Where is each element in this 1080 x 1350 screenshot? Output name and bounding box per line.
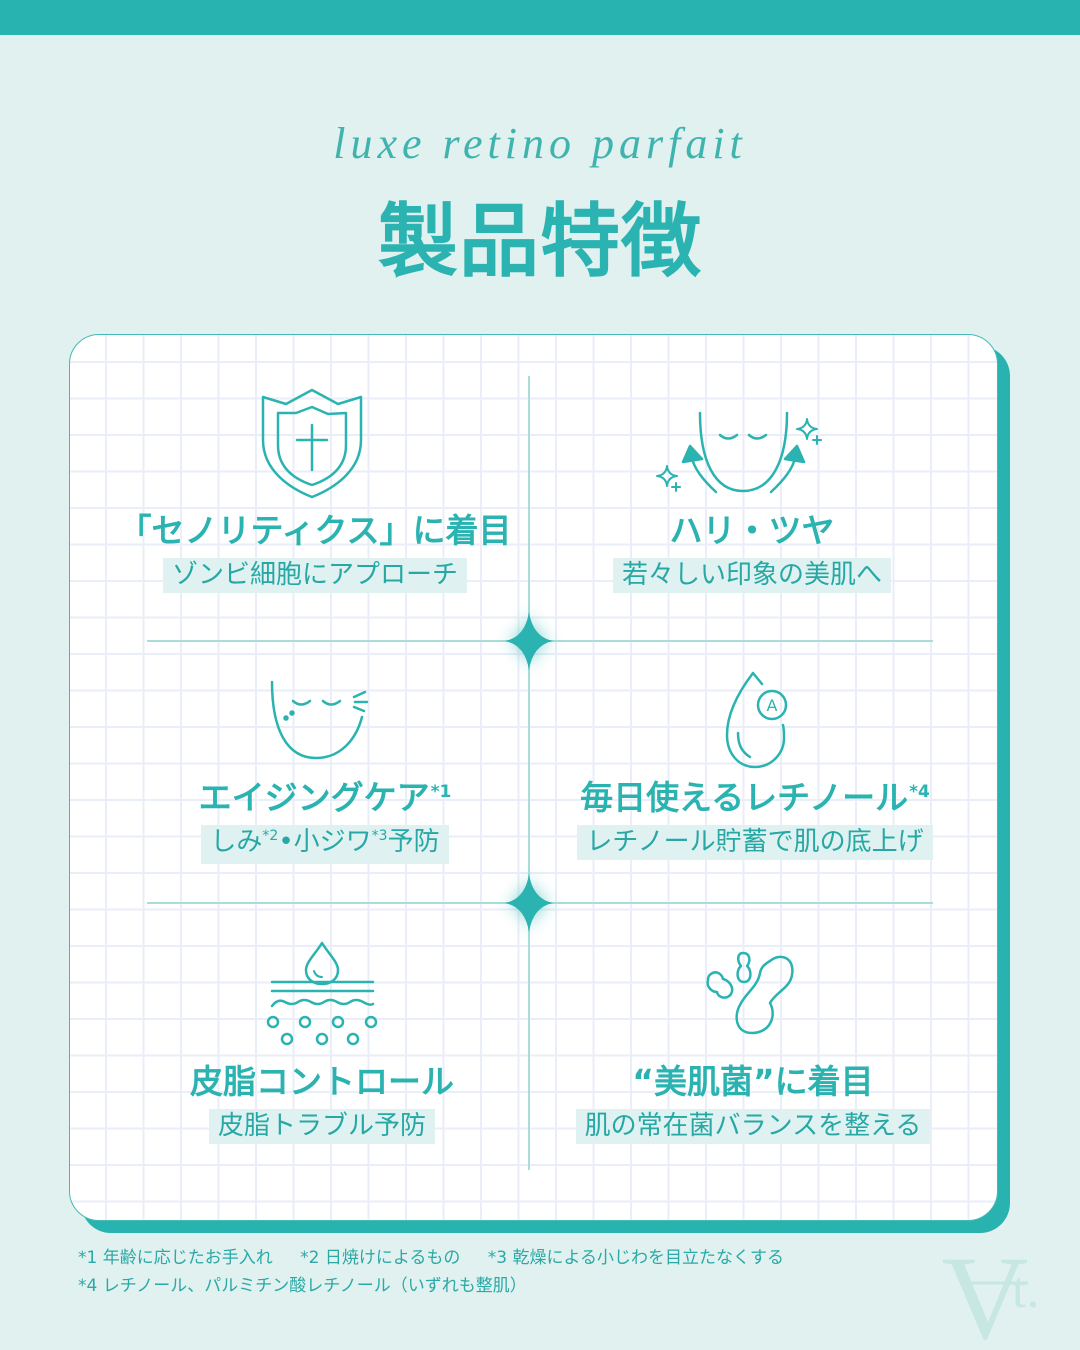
feature-aging-care: エイジングケア*1 しみ*2•小ジワ*3予防 [85,778,565,864]
feature-title: 毎日使えるレチノール*4 [580,778,930,817]
feature-title: 「セノリティクス」に着目 [118,511,512,550]
feature-subtitle-chip: 皮脂トラブル予防 [208,1109,435,1144]
footnotes: *1 年齢に応じたお手入れ *2 日焼けによるもの *3 乾燥による小じわを目立… [78,1244,806,1300]
brand-watermark-logo: V t. [942,1231,1040,1350]
feature-title: エイジングケア*1 [198,778,452,817]
footnote-ref: *2 [262,828,279,844]
feature-subtitle-chip: ゾンビ細胞にアプローチ [162,558,467,593]
svg-text:V: V [942,1231,1029,1350]
feature-subtitle-chip: 若々しい印象の美肌へ [612,558,891,593]
feature-firmness-glow: ハリ・ツヤ 若々しい印象の美肌へ [512,511,992,593]
footnote-3: *3 乾燥による小じわを目立たなくする [487,1248,784,1268]
feature-skin-flora: “美肌菌”に着目 肌の常在菌バランスを整える [513,1062,993,1144]
feature-title: “美肌菌”に着目 [632,1062,874,1101]
feature-subtitle-chip: 肌の常在菌バランスを整える [575,1109,931,1144]
feature-title: ハリ・ツヤ [669,511,835,550]
feature-subtitle-chip: レチノール貯蓄で肌の底上げ [577,825,933,860]
svg-text:t.: t. [1012,1262,1039,1319]
feature-subtitle-chip: しみ*2•小ジワ*3予防 [201,825,449,864]
footnote-line-1: *1 年齢に応じたお手入れ *2 日焼けによるもの *3 乾燥による小じわを目立… [78,1244,806,1272]
brand-script-title: luxe retino parfait [333,119,747,168]
top-accent-bar [0,0,1080,35]
feature-senolytics: 「セノリティクス」に着目 ゾンビ細胞にアプローチ [75,511,555,593]
footnote-line-2: *4 レチノール、パルミチン酸レチノール（いずれも整肌） [78,1272,806,1300]
footnote-ref: *3 [371,828,388,844]
footnote-ref: *4 [909,782,930,802]
page-title: 製品特徴 [378,195,702,288]
feature-title: 皮脂コントロール [190,1062,454,1101]
feature-sebum-control: 皮脂コントロール 皮脂トラブル予防 [82,1062,562,1144]
footnote-4: *4 レチノール、パルミチン酸レチノール（いずれも整肌） [78,1276,527,1296]
features-card [69,334,998,1221]
footnote-ref: *1 [430,782,452,802]
footnote-2: *2 日焼けによるもの [300,1248,461,1268]
feature-daily-retinol: 毎日使えるレチノール*4 レチノール貯蓄で肌の底上げ [515,778,995,860]
footnote-1: *1 年齢に応じたお手入れ [78,1248,273,1268]
